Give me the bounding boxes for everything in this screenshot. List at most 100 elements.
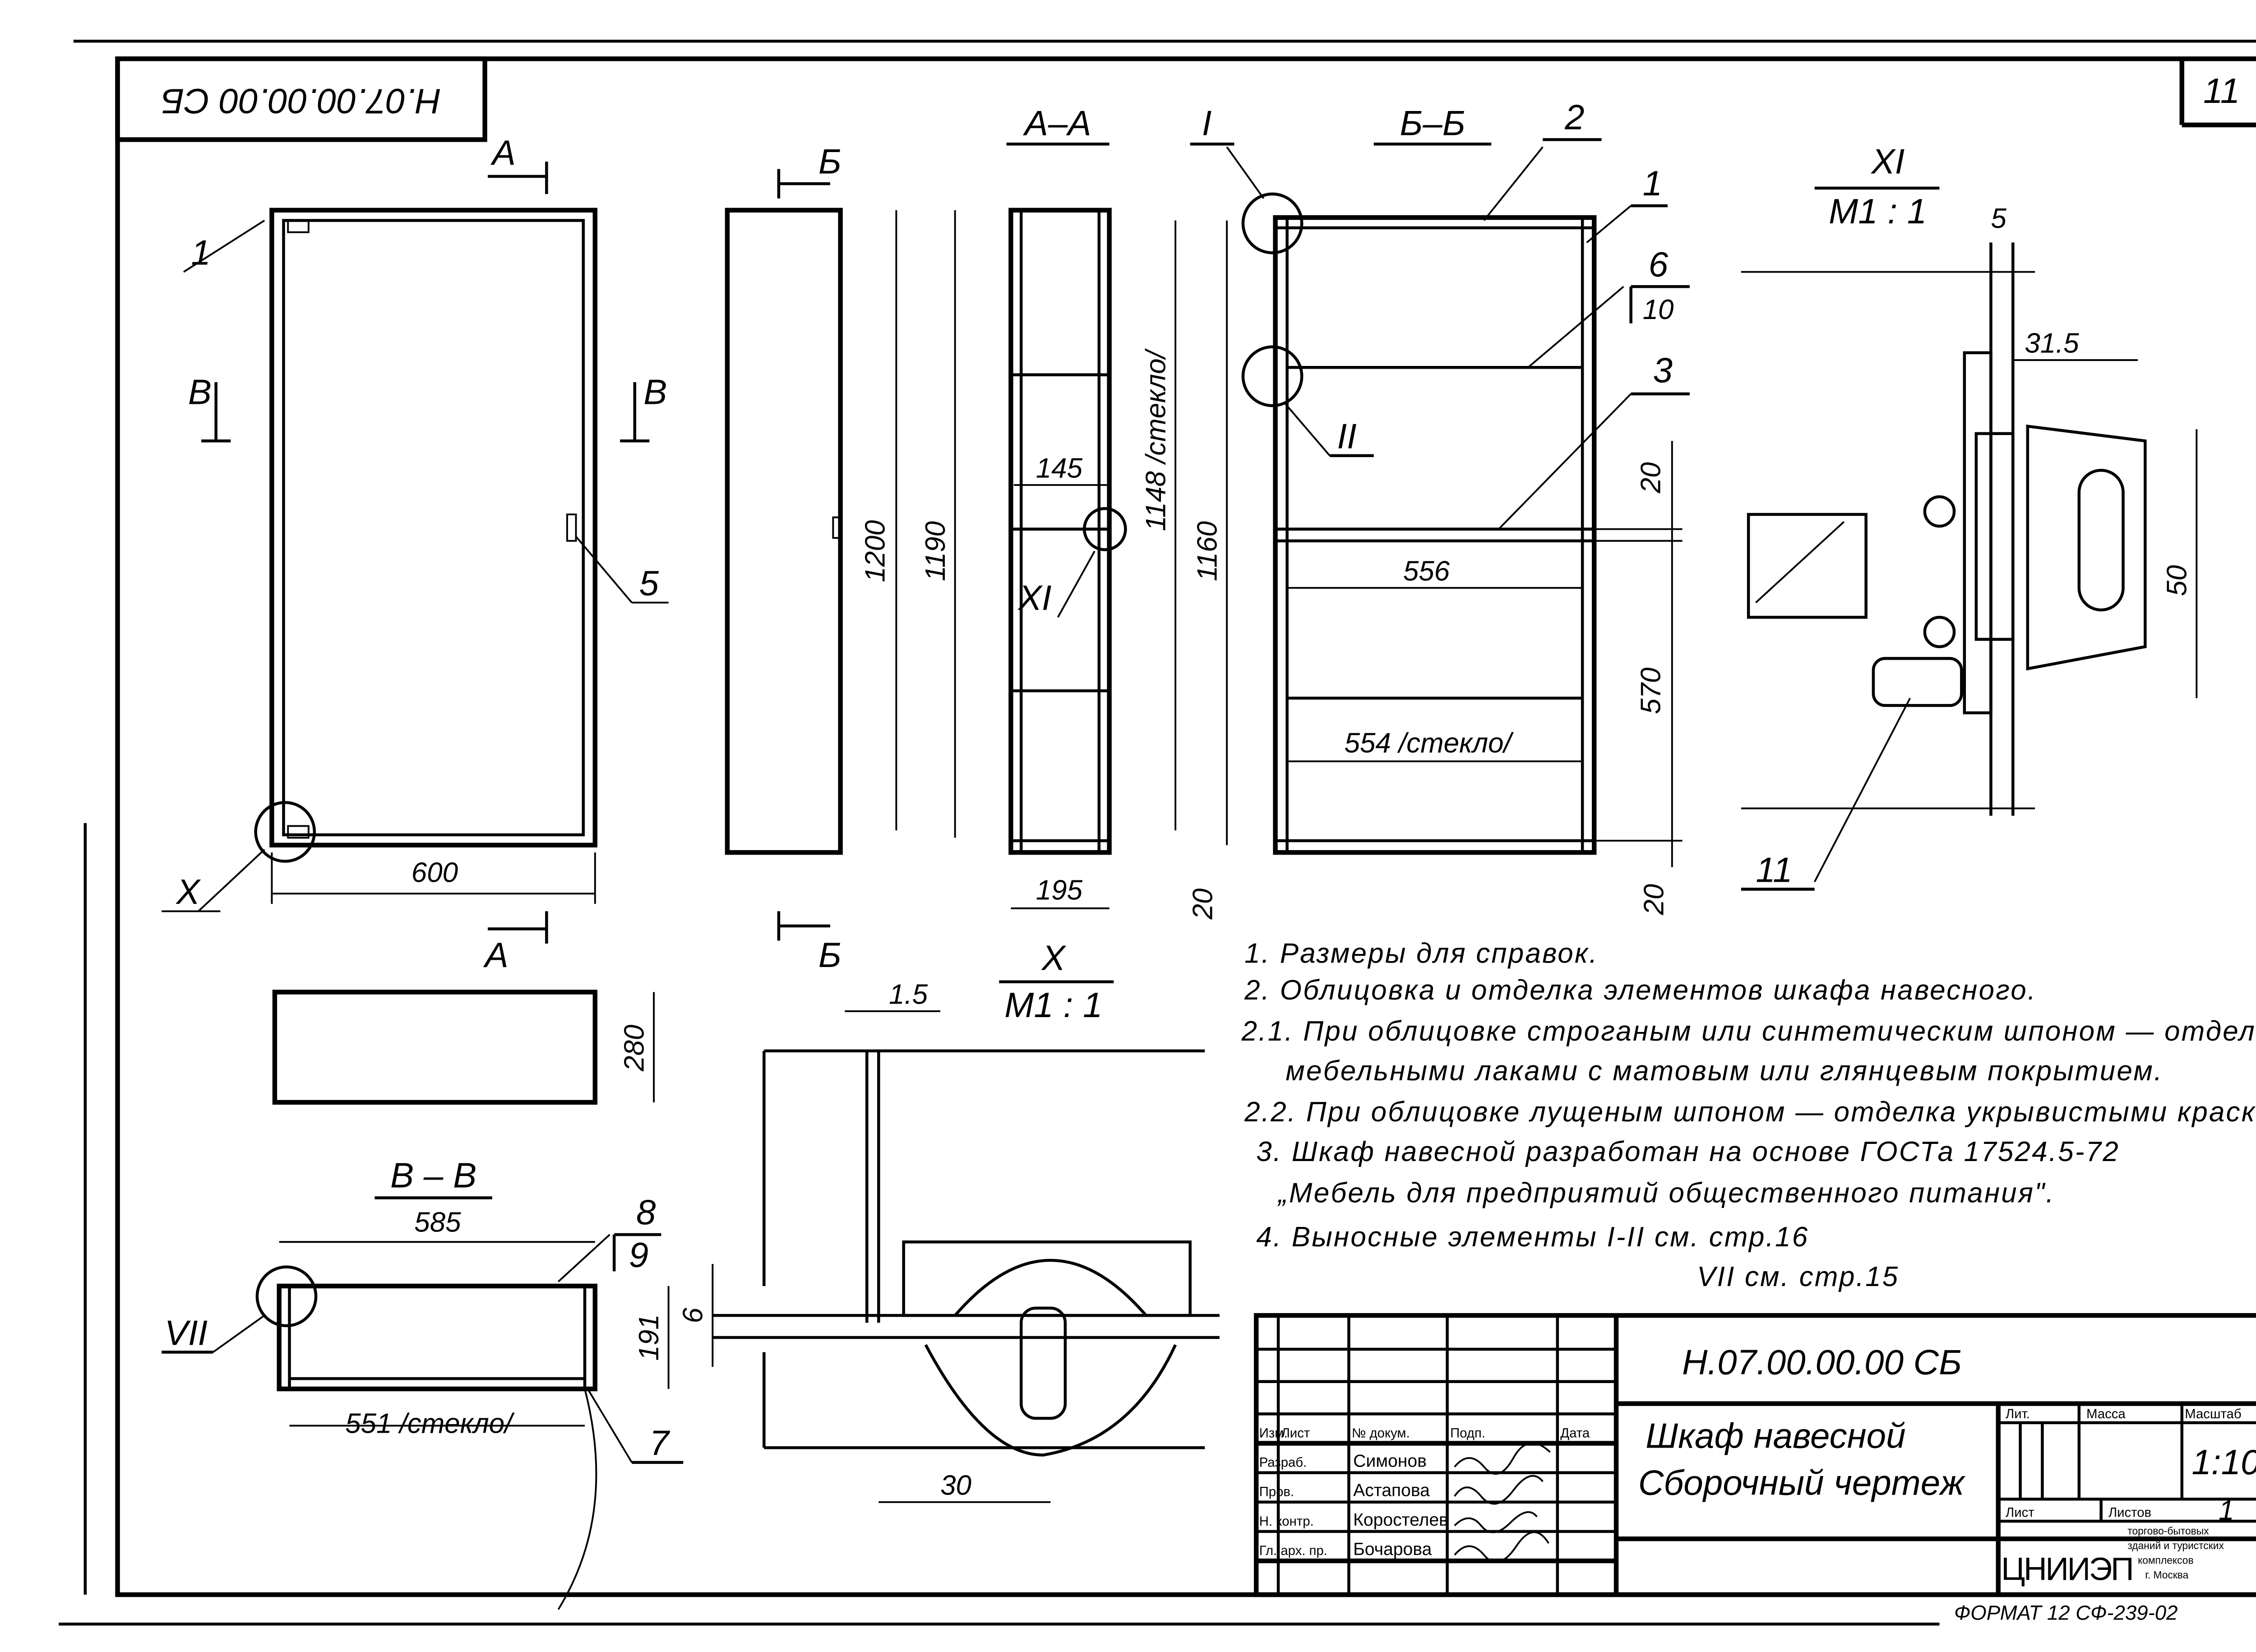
org-text-1: торгово-бытовых — [2127, 1525, 2209, 1536]
section-b-bottom: Б — [818, 935, 841, 975]
section-vv: В – В VII 585 191 551 /стекло/ 8 9 7 — [162, 1156, 684, 1610]
callout-ii: II — [1337, 416, 1356, 456]
side-view: 1200 Б Б — [725, 141, 897, 975]
signature-2 — [1454, 1475, 1544, 1505]
label-2: 2 — [1564, 97, 1584, 137]
header-sign: Подп. — [1450, 1425, 1485, 1440]
label-5: 5 — [639, 563, 659, 603]
dim-1200: 1200 — [860, 520, 891, 583]
note-2-2: 2.2. При облицовке лущеным шпоном — отде… — [1244, 1097, 2256, 1128]
header-date: Дата — [1560, 1425, 1590, 1440]
title-block: Изм. Лист № докум. Подп. Дата Разраб. Пр… — [1254, 1313, 2256, 1597]
dim-551-glass: 551 /стекло/ — [345, 1408, 515, 1439]
rotated-stamp: Н.07.00.00.00 СБ — [115, 56, 487, 142]
note-3: 3. Шкаф навесной разработан на основе ГО… — [1256, 1136, 2120, 1167]
section-bb-title: Б–Б — [1400, 103, 1465, 143]
dim-20-a: 20 — [1636, 462, 1667, 494]
sheet-frame — [59, 39, 2256, 1626]
org-logo: ЦНИИЭП — [2001, 1551, 2132, 1587]
page-number: 11 — [2203, 71, 2240, 111]
dim-191: 191 — [633, 1314, 665, 1360]
dim-1-5: 1.5 — [889, 979, 928, 1010]
role-checker: Пров. — [1259, 1485, 1294, 1499]
note-2-1: 2.1. При облицовке строганым или синтети… — [1241, 1016, 2256, 1047]
label-3: 3 — [1653, 350, 1672, 390]
lit-label: Лит. — [2006, 1407, 2030, 1421]
section-aa: А–А XI 1190 1148 /стекло/ 145 195 — [920, 103, 1177, 909]
label-1: 1 — [191, 232, 210, 272]
org-text-3: комплексов — [2138, 1555, 2193, 1566]
dim-570: 570 — [1636, 667, 1667, 714]
note-4: 4. Выносные элементы I-II см. стр.16 — [1256, 1222, 1809, 1253]
note-3-cont: „Мебель для предприятий общественного пи… — [1277, 1177, 2055, 1208]
header-izm: Изм. — [1259, 1425, 1288, 1440]
detail-x-scale: М1 : 1 — [1004, 985, 1102, 1025]
sheet-label: Лист — [2006, 1505, 2034, 1520]
section-a-bottom: А — [483, 935, 509, 975]
top-view: 280 — [272, 990, 655, 1105]
note-1: 1. Размеры для справок. — [1244, 938, 1599, 969]
section-v-left: В — [188, 372, 212, 412]
callout-vii: VII — [165, 1313, 208, 1352]
signature-3 — [1454, 1511, 1538, 1533]
dim-1160: 1160 — [1192, 521, 1223, 581]
title-doc-type: Сборочный чертеж — [1638, 1462, 1965, 1502]
label-9: 9 — [629, 1235, 648, 1275]
label-11: 11 — [1756, 850, 1792, 889]
role-norm-control: Н. контр. — [1259, 1514, 1314, 1529]
note-4-cont: VII см. стр.15 — [1697, 1261, 1899, 1292]
dim-6: 6 — [678, 1307, 709, 1323]
dim-556: 556 — [1403, 556, 1450, 587]
role-chief-architect: Гл. арх. пр. — [1259, 1543, 1327, 1558]
page-number-box: 11 — [2179, 59, 2256, 128]
dim-20-b: 20 — [1638, 884, 1669, 916]
dim-5: 5 — [1991, 203, 2006, 234]
dim-1190: 1190 — [920, 521, 951, 581]
signature-4 — [1454, 1531, 1549, 1563]
detail-xi: XI М1 : 1 5 31.5 50 11 — [1741, 141, 2198, 891]
title-name: Шкаф навесной — [1646, 1416, 1905, 1455]
name-simonov: Симонов — [1353, 1452, 1427, 1471]
designation: Н.07.00.00.00 СБ — [1682, 1342, 1962, 1382]
section-aa-title: А–А — [1023, 103, 1091, 143]
stamp-code: Н.07.00.00.00 СБ — [162, 82, 441, 121]
role-developer: Разраб. — [1259, 1455, 1307, 1470]
dim-31-5: 31.5 — [2025, 328, 2079, 359]
detail-xi-title: XI — [1871, 141, 1905, 181]
org-text-4: г. Москва — [2145, 1569, 2188, 1581]
dim-600: 600 — [411, 857, 458, 888]
signature-1 — [1454, 1442, 1551, 1475]
label-6: 6 — [1649, 244, 1669, 284]
dim-280: 280 — [619, 1025, 650, 1072]
section-b-top: Б — [818, 141, 841, 181]
sheets-label: Листов — [2108, 1505, 2151, 1520]
label-1-bb: 1 — [1643, 163, 1662, 203]
callout-x: X — [176, 872, 201, 912]
callout-xi: XI — [1017, 578, 1052, 618]
detail-xi-scale: М1 : 1 — [1829, 191, 1927, 231]
section-a-top: А — [490, 133, 516, 172]
format-line: ФОРМАТ 12 СФ-239-02 — [1954, 1601, 2177, 1624]
section-v-right: В — [643, 372, 667, 412]
mass-label: Масса — [2086, 1407, 2126, 1421]
section-bb: Б–Б I II 1160 556 554 /стекло/ 20 570 20… — [1188, 97, 1690, 920]
dim-195: 195 — [1036, 875, 1083, 906]
label-8: 8 — [636, 1192, 656, 1232]
dim-50: 50 — [2162, 565, 2193, 596]
detail-x-title: X — [1041, 938, 1067, 978]
dim-145: 145 — [1036, 453, 1083, 484]
dim-1148-glass: 1148 /стекло/ — [1140, 348, 1171, 531]
dim-20-c: 20 — [1188, 888, 1219, 920]
detail-x: X М1 : 1 1.5 6 30 — [678, 938, 1220, 1503]
note-2: 2. Облицовка и отделка элементов шкафа н… — [1244, 975, 2037, 1006]
header-list: Лист — [1281, 1425, 1310, 1440]
label-10: 10 — [1643, 294, 1674, 325]
technical-notes: 1. Размеры для справок. 2. Облицовка и о… — [1241, 938, 2256, 1292]
name-korostelev: Коростелев — [1353, 1510, 1448, 1530]
note-2-1-cont: мебельными лаками с матовым или глянцевы… — [1285, 1055, 2163, 1087]
dim-30: 30 — [940, 1470, 971, 1501]
org-text-2: зданий и туристских — [2127, 1540, 2224, 1551]
sheets-value: 1 — [2219, 1495, 2234, 1526]
scale-value: 1:10 — [2191, 1442, 2256, 1482]
